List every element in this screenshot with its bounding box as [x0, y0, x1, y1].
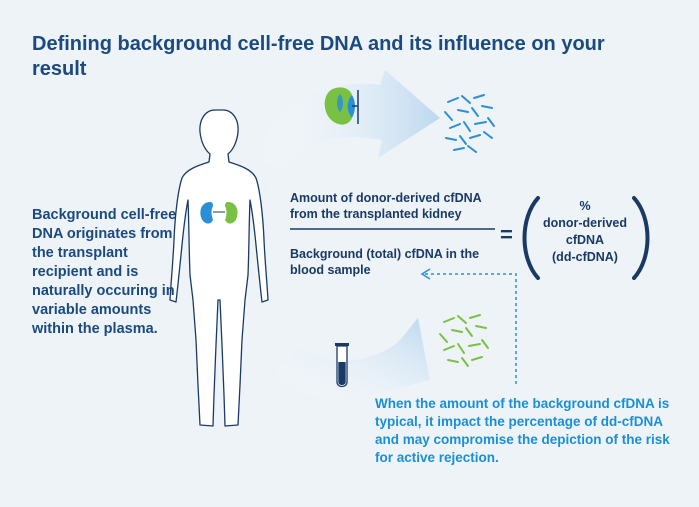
result-line: donor-derived	[542, 216, 628, 230]
page-title: Defining background cell-free DNA and it…	[32, 33, 605, 80]
dna-fragments-icon	[444, 94, 495, 153]
equals-sign: =	[500, 222, 513, 247]
kidney-icon	[200, 202, 238, 224]
test-tube-icon	[335, 343, 349, 388]
formula-numerator: Amount of donor-derived cfDNA from the t…	[290, 191, 482, 221]
result-line: (dd-cfDNA)	[552, 250, 618, 264]
result-parentheses	[522, 196, 650, 280]
impact-note: When the amount of the background cfDNA …	[375, 396, 670, 465]
formula-denominator: Background (total) cfDNA in the blood sa…	[290, 247, 480, 277]
formula-result: % donor-derived cfDNA (dd-cfDNA)	[540, 198, 630, 266]
dashed-arrow-icon	[420, 268, 517, 384]
curved-arrow-icon	[275, 318, 430, 399]
result-line: %	[579, 199, 591, 213]
dna-fragments-icon	[439, 314, 489, 367]
background-cfdna-description: Background cell-free DNA originates from…	[32, 207, 177, 337]
kidney-icon	[324, 87, 359, 125]
result-line: cfDNA	[565, 233, 605, 247]
human-silhouette-icon	[169, 109, 269, 427]
